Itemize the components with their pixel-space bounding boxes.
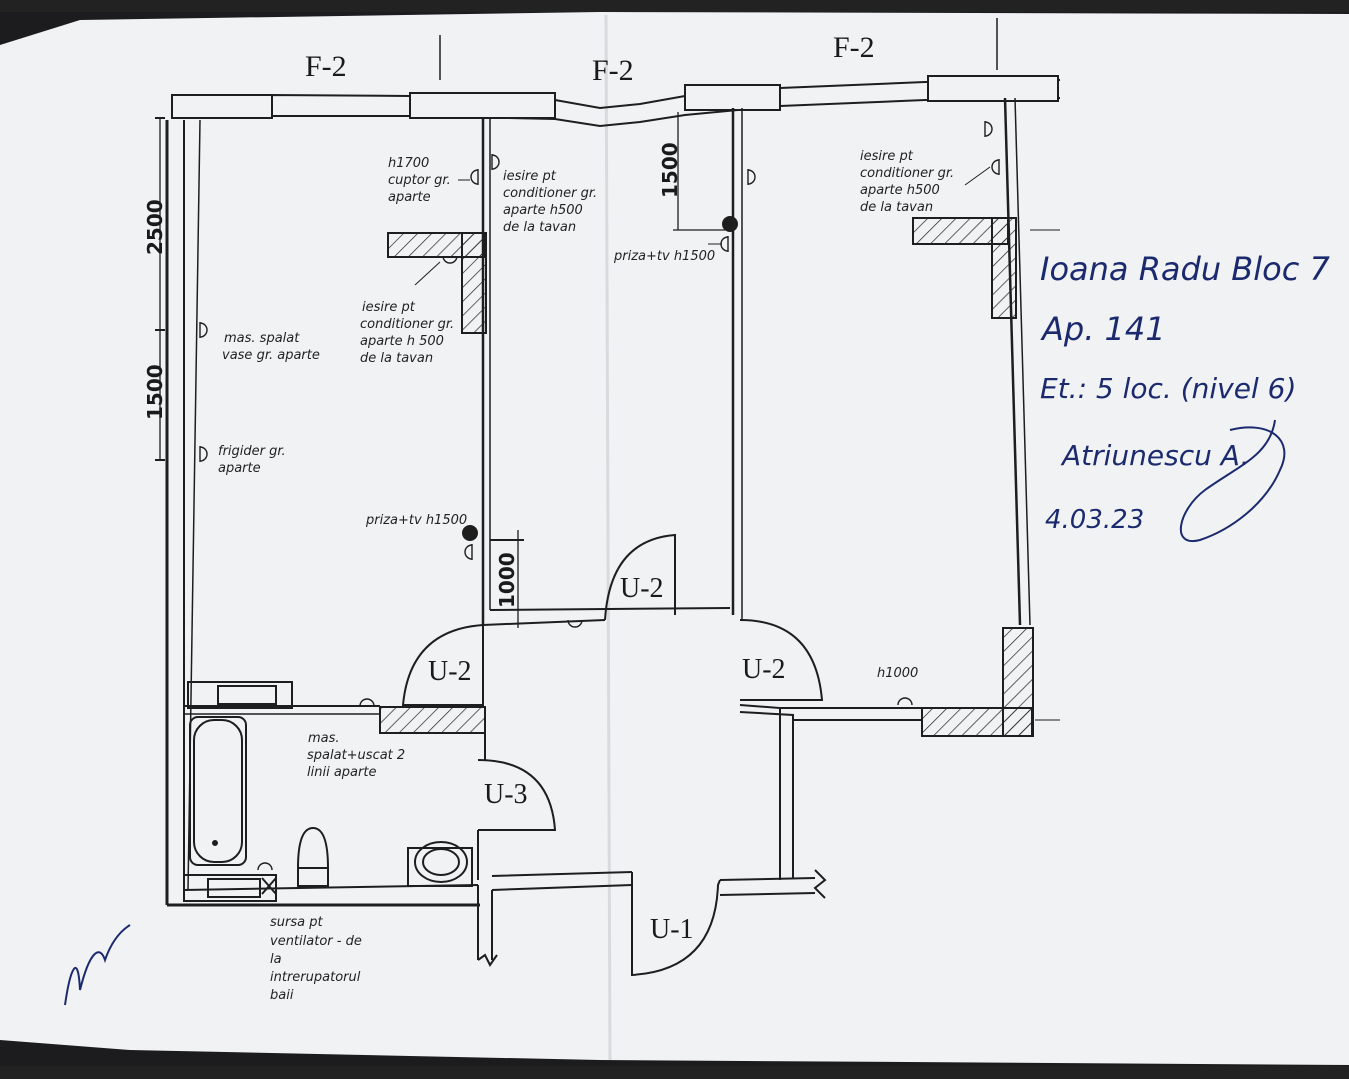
handwritten-apartment: Ap. 141 [1040,310,1166,348]
note-dishwasher-2: vase gr. aparte [222,348,320,363]
note-oven-1: h1700 [388,156,429,171]
note-fan-1: sursa pt [270,915,323,930]
note-ac-right-2: conditioner gr. [860,166,954,181]
handwritten-date: 4.03.23 [1045,505,1144,535]
note-fridge-1: frigider gr. [218,444,286,459]
note-ac-left-4: de la tavan [360,351,433,366]
note-ac-left-1: iesire pt [362,300,416,315]
note-washer-1: mas. [308,731,340,746]
door-label-entrance: U-1 [650,914,694,945]
note-ac-middle-2: conditioner gr. [503,186,597,201]
note-fan-4: intrerupatorul [270,970,361,985]
note-washer-3: linii aparte [307,765,376,780]
note-ac-middle-1: iesire pt [503,169,557,184]
note-fan-3: la [270,952,282,967]
note-ac-middle-3: aparte h500 [503,203,583,218]
dimension-middle-bottom: 1000 [495,552,519,608]
door-label-bedroom: U-2 [742,654,786,685]
door-label-living: U-2 [428,656,472,687]
plan-drawing [155,18,1061,977]
note-h1000: h1000 [877,666,918,681]
window-label-left: F-2 [305,50,347,83]
note-fridge-2: aparte [218,461,261,476]
dimension-left-bottom: 1500 [143,364,167,420]
handwritten-floor: Et.: 5 loc. (nivel 6) [1040,372,1296,405]
signature-flourish [64,419,1286,1006]
note-tv-middle: priza+tv h1500 [613,249,715,264]
note-ac-right-3: aparte h500 [860,183,940,198]
handwritten-name: Ioana Radu Bloc 7 [1040,250,1330,288]
note-tv-left: priza+tv h1500 [365,513,467,528]
handwritten-signature-name: Atriunescu A. [1060,439,1249,472]
note-ac-left-3: aparte h 500 [360,334,444,349]
dimension-middle-top: 1500 [658,142,682,198]
door-label-middle: U-2 [620,573,664,604]
note-dishwasher-1: mas. spalat [224,331,300,346]
note-washer-2: spalat+uscat 2 [307,748,405,763]
note-ac-right-4: de la tavan [860,200,933,215]
door-label-bathroom: U-3 [484,779,528,810]
window-label-middle: F-2 [592,54,634,87]
window-label-right: F-2 [833,31,875,64]
note-ac-middle-4: de la tavan [503,220,576,235]
note-oven-3: aparte [388,190,431,205]
note-oven-2: cuptor gr. [388,173,451,188]
note-ac-left-2: conditioner gr. [360,317,454,332]
dimension-left-top: 2500 [143,199,167,255]
note-fan-5: baii [270,988,294,1003]
note-ac-right-1: iesire pt [860,149,914,164]
note-fan-2: ventilator - de [270,934,362,949]
